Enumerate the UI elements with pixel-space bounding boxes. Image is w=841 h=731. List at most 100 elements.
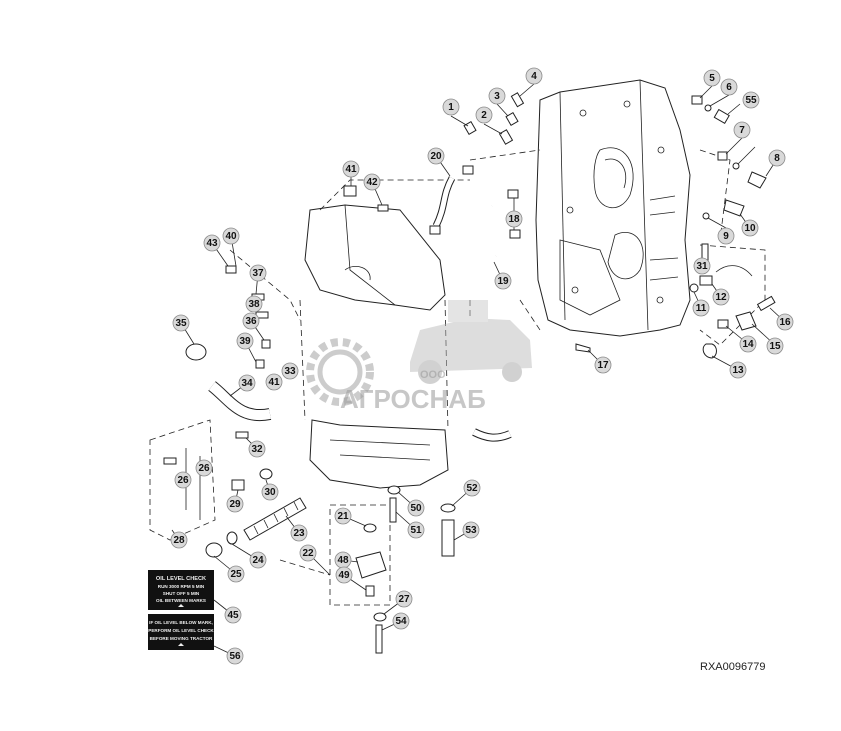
callout-26: 26 [195,459,213,477]
callout-number: 54 [395,616,407,627]
callout-number: 2 [481,110,487,121]
callout-number: 37 [252,268,264,279]
decal-top-line-2: RUN 3000 RPM 5 MIN [158,584,205,589]
callout-number: 43 [206,238,218,249]
callout-7: 7 [733,121,751,139]
callout-number: 40 [225,231,237,242]
callout-number: 6 [726,82,732,93]
callout-number: 28 [173,535,185,546]
callout-48: 48 [334,551,352,569]
callout-number: 12 [715,292,727,303]
dashed-outlines [149,149,766,606]
callout-1: 1 [442,98,460,116]
callout-number: 21 [337,511,349,522]
callout-18: 18 [505,210,523,228]
callout-5: 5 [703,69,721,87]
callout-11: 11 [692,299,710,317]
decal-top-line-1: OIL LEVEL CHECK [156,576,206,582]
callout-number: 41 [345,164,357,175]
callout-38: 38 [245,295,263,313]
front-housing [299,204,449,489]
callout-number: 45 [227,610,239,621]
oil-level-decal-bottom: IF OIL LEVEL BELOW MARK, PERFORM OIL LEV… [148,614,214,650]
callout-42: 42 [363,173,381,191]
callout-29: 29 [226,495,244,513]
decal-arrow-icon [178,604,184,607]
callout-number: 23 [293,528,305,539]
callout-10: 10 [741,219,759,237]
callout-number: 32 [251,444,263,455]
callout-number: 16 [779,317,791,328]
leader-lines [171,83,786,657]
callout-24: 24 [249,551,267,569]
callout-45: 45 [224,606,242,624]
callout-number: 24 [252,555,264,566]
callout-number: 56 [229,651,241,662]
callout-number: 26 [177,475,189,486]
small-parts [163,92,776,654]
callout-number: 4 [531,71,537,82]
callout-6: 6 [720,78,738,96]
callout-number: 33 [284,366,296,377]
callout-20: 20 [427,147,445,165]
callout-16: 16 [776,313,794,331]
callout-36: 36 [242,312,260,330]
callout-number: 53 [465,525,477,536]
callout-number: 11 [696,303,707,314]
oil-level-decal-top: OIL LEVEL CHECK RUN 3000 RPM 5 MIN SHUT … [148,570,214,610]
callout-39: 39 [236,332,254,350]
combine-harvester-icon [410,300,532,384]
callout-number: 20 [430,151,442,162]
callout-number: 35 [175,318,187,329]
callout-21: 21 [334,507,352,525]
callout-number: 10 [744,223,756,234]
callout-12: 12 [712,288,730,306]
callout-number: 3 [494,91,500,102]
callout-number: 42 [366,177,378,188]
callout-40: 40 [222,227,240,245]
callout-23: 23 [290,524,308,542]
callout-25: 25 [227,565,245,583]
callout-30: 30 [261,483,279,501]
callout-number: 7 [739,125,745,136]
callout-number: 25 [230,569,242,580]
callout-33: 33 [281,362,299,380]
callout-2: 2 [475,106,493,124]
callout-52: 52 [463,479,481,497]
callout-number: 9 [723,231,729,242]
callout-number: 26 [198,463,210,474]
callout-3: 3 [488,87,506,105]
callout-51: 51 [407,521,425,539]
callout-15: 15 [766,337,784,355]
callout-number: 19 [497,276,509,287]
callout-number: 15 [769,341,781,352]
callout-number: 17 [597,360,609,371]
callout-number: 1 [448,102,454,113]
callout-number: 36 [245,316,257,327]
watermark: ООО АГРОСНАБ [306,300,532,414]
callout-49: 49 [335,566,353,584]
callout-number: 51 [410,525,422,536]
callout-number: 48 [337,555,349,566]
decal-bottom-line-1: IF OIL LEVEL BELOW MARK, [149,620,213,625]
callout-41: 41 [342,160,360,178]
callout-37: 37 [249,264,267,282]
callout-number: 30 [264,487,276,498]
callout-56: 56 [226,647,244,665]
callout-number: 27 [398,594,410,605]
callout-number: 38 [248,299,260,310]
callout-53: 53 [462,521,480,539]
callout-35: 35 [172,314,190,332]
callout-number: 8 [774,153,780,164]
callout-number: 5 [709,73,715,84]
callout-number: 55 [745,95,757,106]
callout-55: 55 [742,91,760,109]
callout-number: 52 [466,483,478,494]
decal-top-line-4: OIL BETWEEN MARKS [156,598,206,603]
callout-8: 8 [768,149,786,167]
callout-4: 4 [525,67,543,85]
callout-number: 29 [229,499,241,510]
callout-50: 50 [407,499,425,517]
